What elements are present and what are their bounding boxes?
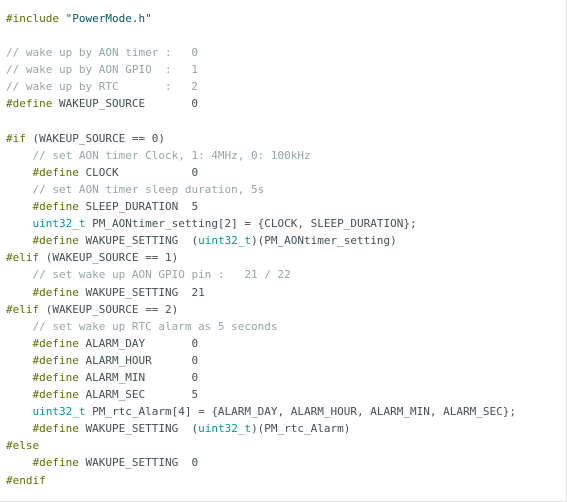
preprocessor-token: #define [32, 422, 79, 436]
comment-token: // wake up by RTC : 2 [6, 80, 199, 94]
preprocessor-token: #define [32, 285, 79, 299]
type-token: uint32_t [198, 234, 252, 248]
code-text: (WAKEUP_SOURCE == 1) [39, 251, 179, 265]
preprocessor-token: #if [6, 131, 26, 145]
code-text: WAKUPE_SETTING ( [78, 422, 199, 436]
code-listing[interactable]: #include "PowerMode.h" // wake up by AON… [6, 10, 516, 489]
code-text: WAKEUP_SOURCE 0 [52, 97, 199, 111]
code-line: // set AON timer sleep duration, 5s [6, 181, 516, 198]
code-text [6, 337, 33, 350]
code-text [6, 354, 33, 367]
preprocessor-token: #define [32, 336, 79, 350]
type-token: uint32_t [32, 405, 86, 419]
preprocessor-token: #elif [6, 302, 40, 316]
code-text [6, 234, 33, 247]
code-text [59, 12, 66, 25]
code-line [6, 113, 516, 130]
type-token: uint32_t [32, 217, 86, 231]
code-text: ALARM_HOUR 0 [78, 353, 199, 367]
code-line [6, 27, 516, 44]
comment-token: // set wake up RTC alarm as 5 seconds [32, 319, 278, 333]
code-text: ALARM_MIN 0 [78, 370, 199, 384]
code-text [6, 388, 33, 401]
code-text: )(PM_rtc_Alarm) [251, 422, 351, 436]
code-text: WAKUPE_SETTING ( [78, 234, 199, 248]
code-text: CLOCK 0 [78, 165, 199, 179]
code-line: uint32_t PM_AONtimer_setting[2] = {CLOCK… [6, 215, 516, 232]
comment-token: // set AON timer sleep duration, 5s [32, 182, 265, 196]
preprocessor-token: #include [6, 12, 59, 25]
code-text: PM_AONtimer_setting[2] = {CLOCK, SLEEP_D… [85, 217, 417, 231]
preprocessor-token: #define [32, 234, 79, 248]
code-line: #define WAKUPE_SETTING 0 [6, 454, 516, 471]
code-line: // set AON timer Clock, 1: 4MHz, 0: 100k… [6, 147, 516, 164]
code-text: )(PM_AONtimer_setting) [251, 234, 397, 248]
code-line: #define WAKUPE_SETTING 21 [6, 284, 516, 301]
comment-token: // set wake up AON GPIO pin : 21 / 22 [32, 268, 291, 282]
code-line: // set wake up RTC alarm as 5 seconds [6, 318, 516, 335]
code-line: #define WAKUPE_SETTING (uint32_t)(PM_AON… [6, 232, 516, 249]
preprocessor-token: #else [6, 439, 40, 453]
code-text [6, 456, 33, 469]
code-line: uint32_t PM_rtc_Alarm[4] = {ALARM_DAY, A… [6, 403, 516, 420]
code-text [6, 371, 33, 384]
code-line: // set wake up AON GPIO pin : 21 / 22 [6, 266, 516, 283]
code-text [6, 166, 33, 179]
code-line: #define WAKUPE_SETTING (uint32_t)(PM_rtc… [6, 420, 516, 437]
code-line: #elif (WAKEUP_SOURCE == 1) [6, 249, 516, 266]
comment-token: // wake up by AON GPIO : 1 [6, 63, 199, 77]
code-line: // wake up by AON timer : 0 [6, 44, 516, 61]
code-line: #define ALARM_DAY 0 [6, 335, 516, 352]
code-line: #include "PowerMode.h" [6, 10, 516, 27]
code-text [6, 149, 33, 162]
code-line: #if (WAKEUP_SOURCE == 0) [6, 130, 516, 147]
comment-token: // set AON timer Clock, 1: 4MHz, 0: 100k… [32, 148, 311, 162]
code-line: #define CLOCK 0 [6, 164, 516, 181]
code-line: #define WAKEUP_SOURCE 0 [6, 95, 516, 112]
code-text [6, 405, 33, 418]
code-text: ALARM_SEC 5 [78, 388, 199, 402]
code-text: (WAKEUP_SOURCE == 0) [25, 131, 165, 145]
string-token: "PowerMode.h" [65, 12, 152, 25]
code-text [6, 422, 33, 435]
type-token: uint32_t [198, 422, 252, 436]
preprocessor-token: #define [32, 353, 79, 367]
preprocessor-token: #define [32, 200, 79, 214]
comment-token: // wake up by AON timer : 0 [6, 46, 199, 60]
code-line: #define ALARM_MIN 0 [6, 369, 516, 386]
code-line: #endif [6, 472, 516, 489]
preprocessor-token: #elif [6, 251, 40, 265]
code-text: SLEEP_DURATION 5 [78, 200, 199, 214]
code-line: // wake up by AON GPIO : 1 [6, 61, 516, 78]
code-text [6, 183, 33, 196]
preprocessor-token: #define [32, 456, 79, 470]
preprocessor-token: #define [32, 388, 79, 402]
code-line: #define ALARM_SEC 5 [6, 386, 516, 403]
code-line: #define ALARM_HOUR 0 [6, 352, 516, 369]
code-text: WAKUPE_SETTING 0 [78, 456, 199, 470]
code-line: #define SLEEP_DURATION 5 [6, 198, 516, 215]
code-text: (WAKEUP_SOURCE == 2) [39, 302, 179, 316]
preprocessor-token: #define [32, 165, 79, 179]
code-text [6, 320, 33, 333]
code-text: ALARM_DAY 0 [78, 336, 199, 350]
preprocessor-token: #define [32, 370, 79, 384]
code-text [6, 268, 33, 281]
code-text [6, 200, 33, 213]
code-line: #elif (WAKEUP_SOURCE == 2) [6, 301, 516, 318]
code-text: WAKUPE_SETTING 21 [78, 285, 205, 299]
code-line: #else [6, 437, 516, 454]
code-text [6, 217, 33, 230]
preprocessor-token: #define [6, 97, 53, 111]
code-text [6, 286, 33, 299]
code-text: PM_rtc_Alarm[4] = {ALARM_DAY, ALARM_HOUR… [85, 405, 516, 419]
preprocessor-token: #endif [6, 473, 46, 487]
code-line: // wake up by RTC : 2 [6, 78, 516, 95]
